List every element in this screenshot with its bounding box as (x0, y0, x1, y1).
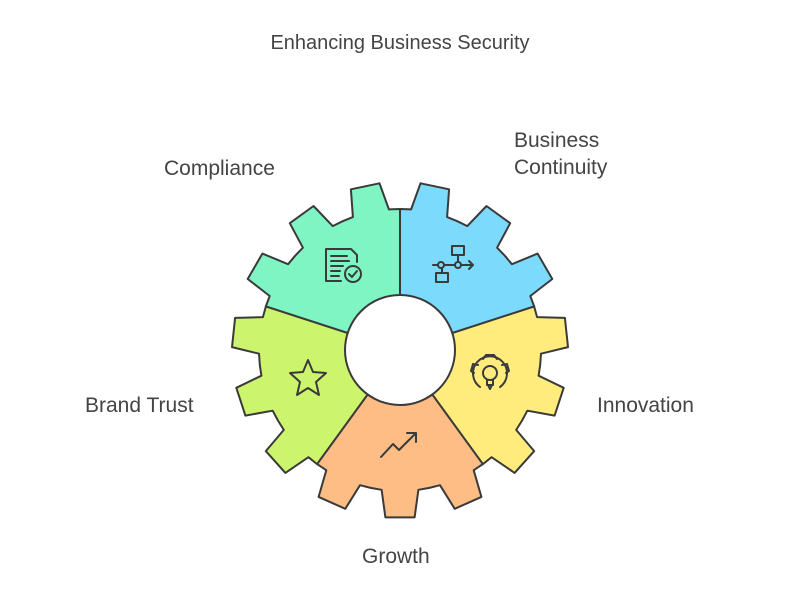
gear-lightbulb-icon (470, 354, 510, 390)
flowchart-icon (432, 245, 474, 283)
diagram-title: Enhancing Business Security (270, 32, 530, 54)
gear-outline (231, 182, 569, 519)
segment-divider (451, 305, 536, 334)
label-growth: Growth (362, 545, 430, 568)
trend-up-icon (380, 432, 417, 458)
document-check-icon (325, 248, 362, 283)
gear-segment-business-continuity (400, 183, 568, 350)
segment-divider (431, 393, 485, 466)
gear-segment-compliance (232, 183, 400, 350)
label-innovation: Innovation (597, 394, 694, 417)
label-business-continuity-line1: Business (514, 129, 600, 152)
label-brand-trust: Brand Trust (85, 394, 194, 417)
center-hole (344, 294, 456, 406)
star-icon (289, 359, 327, 396)
label-business-continuity-line2: Continuity (514, 156, 608, 179)
segment-divider (264, 305, 349, 334)
segment-divider (315, 393, 369, 466)
label-business-continuity: Business Continuity (514, 127, 607, 181)
label-compliance: Compliance (164, 157, 275, 180)
